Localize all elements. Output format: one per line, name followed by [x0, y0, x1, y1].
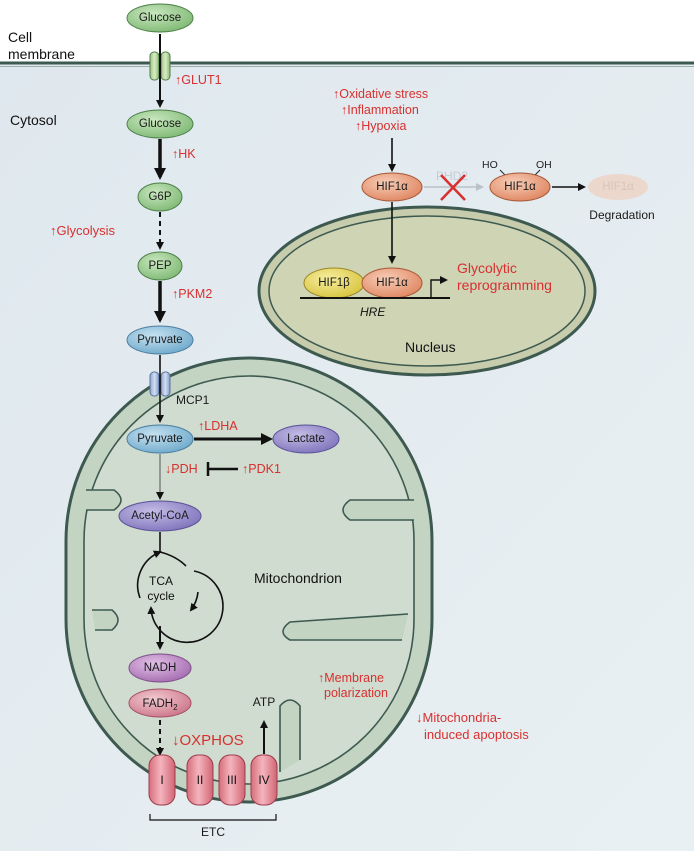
lactate-node: [272, 424, 340, 454]
lactate-label: Lactate: [287, 433, 325, 445]
pyruvate-cytosolic-node: [126, 325, 194, 355]
svg-text:IV: IV: [258, 773, 269, 787]
glucose-extracellular-node: [126, 3, 194, 33]
pdk1-inhibition: [206, 462, 238, 476]
ldha-label: ↑LDHA: [198, 419, 238, 433]
down-arrow-icon: ↓: [416, 710, 423, 725]
acetyl-coa-node: [118, 500, 202, 532]
hif1a-degraded-node: [588, 174, 648, 200]
nucleus-label: Nucleus: [405, 339, 456, 355]
hif-stimuli-label: ↑Oxidative stress ↑Inflammation ↑Hypoxia: [333, 87, 432, 133]
complex-iii: [218, 754, 246, 806]
glucose-intracellular-label: Glucose: [139, 118, 181, 130]
up-arrow-icon: ↑: [172, 287, 178, 301]
hif1a-nuclear-label: HIF1α: [376, 277, 408, 289]
extracellular-space: [0, 0, 694, 64]
hk-label: ↑HK: [172, 147, 196, 161]
up-arrow-icon: ↑: [175, 73, 181, 87]
up-arrow-icon: ↑: [50, 223, 57, 238]
pdh-label: ↓PDH: [165, 462, 198, 476]
etc-label: ETC: [201, 825, 225, 839]
nadh-label: NADH: [144, 662, 177, 674]
svg-text:cycle: cycle: [147, 589, 175, 603]
glut1-transporter: [149, 51, 171, 81]
up-arrow-icon: ↑: [318, 671, 324, 685]
mcp1-transporter: [149, 371, 171, 397]
svg-text:III: III: [227, 773, 237, 787]
cytosol-label: Cytosol: [10, 112, 57, 128]
svg-text:TCA: TCA: [149, 574, 173, 588]
complex-i: [148, 754, 176, 806]
etc-bracket: [149, 814, 277, 821]
up-arrow-icon: ↑: [242, 462, 248, 476]
hif1a-degraded-label: HIF1α: [602, 181, 634, 193]
ho-label: HO: [482, 159, 498, 171]
complex-ii: [186, 754, 214, 806]
fadh2-label: FADH2: [142, 698, 178, 712]
down-arrow-icon: ↓: [172, 732, 180, 749]
hif1a-hydroxylated-label: HIF1α: [504, 181, 536, 193]
oxphos-label: ↓OXPHOS: [172, 732, 244, 749]
acetyl-coa-label: Acetyl-CoA: [131, 510, 189, 522]
hif1a-cytosolic-label: HIF1α: [376, 181, 408, 193]
block-x-icon: [440, 174, 466, 201]
up-arrow-icon: ↑: [333, 87, 339, 101]
complex-iv: [250, 754, 278, 806]
pyruvate-mitochondrial-node: [126, 424, 194, 454]
hre-label: HRE: [360, 305, 386, 319]
svg-text:II: II: [197, 773, 204, 787]
up-arrow-icon: ↑: [198, 419, 204, 433]
pep-node: [137, 251, 183, 281]
mitochondrion-label: Mitochondrion: [254, 570, 342, 586]
pdk1-label: ↑PDK1: [242, 462, 281, 476]
atp-label: ATP: [253, 695, 275, 709]
oh-label: OH: [536, 159, 552, 171]
g6p-label: G6P: [148, 191, 171, 203]
pkm2-label: ↑PKM2: [172, 287, 212, 301]
pyruvate-cytosolic-label: Pyruvate: [137, 334, 182, 346]
g6p-node: [137, 182, 183, 212]
hif1a-cytosolic-node: [361, 172, 423, 202]
glucose-intracellular-node: [126, 109, 194, 139]
svg-text:I: I: [160, 773, 163, 787]
up-arrow-icon: ↑: [341, 103, 347, 117]
pep-label: PEP: [148, 260, 171, 272]
down-arrow-icon: ↓: [165, 462, 171, 476]
up-arrow-icon: ↑: [172, 147, 178, 161]
degradation-label: Degradation: [589, 208, 654, 222]
pyruvate-mitochondrial-label: Pyruvate: [137, 433, 182, 445]
fadh2-node: [128, 688, 192, 718]
transcription-start-arrow: [430, 276, 448, 298]
nadh-node: [128, 653, 192, 683]
glycolysis-label: ↑Glycolysis: [50, 223, 116, 238]
mcp1-label: MCP1: [176, 393, 210, 407]
etc-complexes: I II III IV: [148, 754, 278, 806]
hif1b-label: HIF1β: [318, 277, 350, 289]
glucose-extracellular-label: Glucose: [139, 12, 181, 24]
up-arrow-icon: ↑: [355, 119, 361, 133]
hif1a-hydroxylated-node: [489, 172, 551, 202]
glut1-label: ↑GLUT1: [175, 73, 222, 87]
mito-apoptosis-label: ↓Mitochondria-induced apoptosis: [416, 710, 529, 742]
